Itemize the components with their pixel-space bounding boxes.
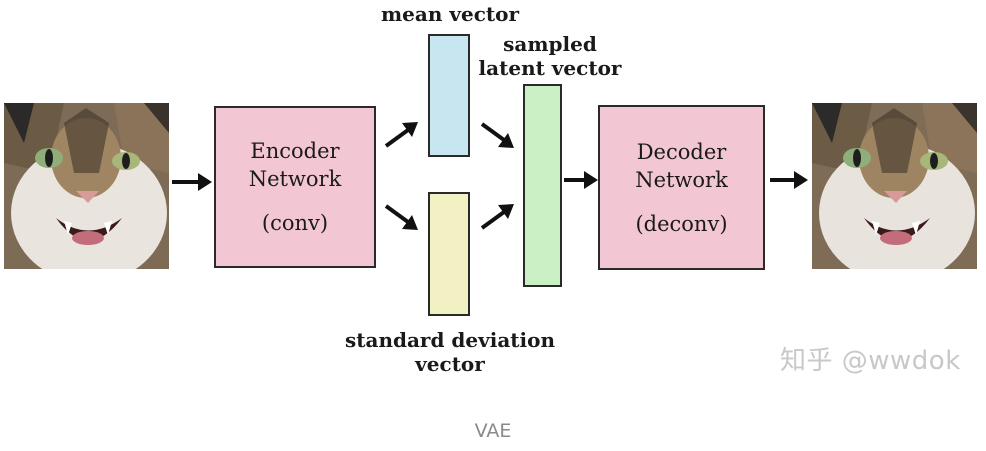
std-vector-label-line2: vector <box>415 352 485 376</box>
output-cat-image <box>812 103 977 269</box>
decoder-title-line2: Network <box>635 167 728 192</box>
input-cat-image <box>4 103 169 269</box>
arrow-encoder-to-mean <box>384 122 418 148</box>
mean-vector-label: mean vector <box>381 2 519 26</box>
encoder-title-line1: Encoder <box>250 139 340 163</box>
arrow-decoder-to-output <box>770 171 808 189</box>
std-vector-label-line1: standard deviation <box>344 328 556 352</box>
decoder-network-box: Decoder Network (deconv) <box>598 105 765 270</box>
std-vector-box <box>428 192 470 316</box>
arrow-mean-to-latent <box>480 122 514 148</box>
encoder-type-label: (conv) <box>261 211 329 235</box>
latent-vector-label-line1: sampled <box>503 32 597 56</box>
mean-vector-box <box>428 34 470 157</box>
latent-vector-box <box>523 84 562 287</box>
figure-caption: VAE <box>474 420 512 442</box>
latent-vector-label-line2: latent vector <box>478 56 622 80</box>
arrow-input-to-encoder <box>172 173 212 191</box>
decoder-type-label: (deconv) <box>635 211 728 236</box>
arrow-encoder-to-std <box>384 204 418 230</box>
arrow-std-to-latent <box>480 204 514 230</box>
arrow-latent-to-decoder <box>564 171 598 189</box>
encoder-title-line2: Network <box>248 167 342 191</box>
watermark-text: 知乎 @wwdok <box>780 346 961 376</box>
encoder-network-box: Encoder Network (conv) <box>214 106 376 268</box>
decoder-title-line1: Decoder <box>636 139 727 164</box>
